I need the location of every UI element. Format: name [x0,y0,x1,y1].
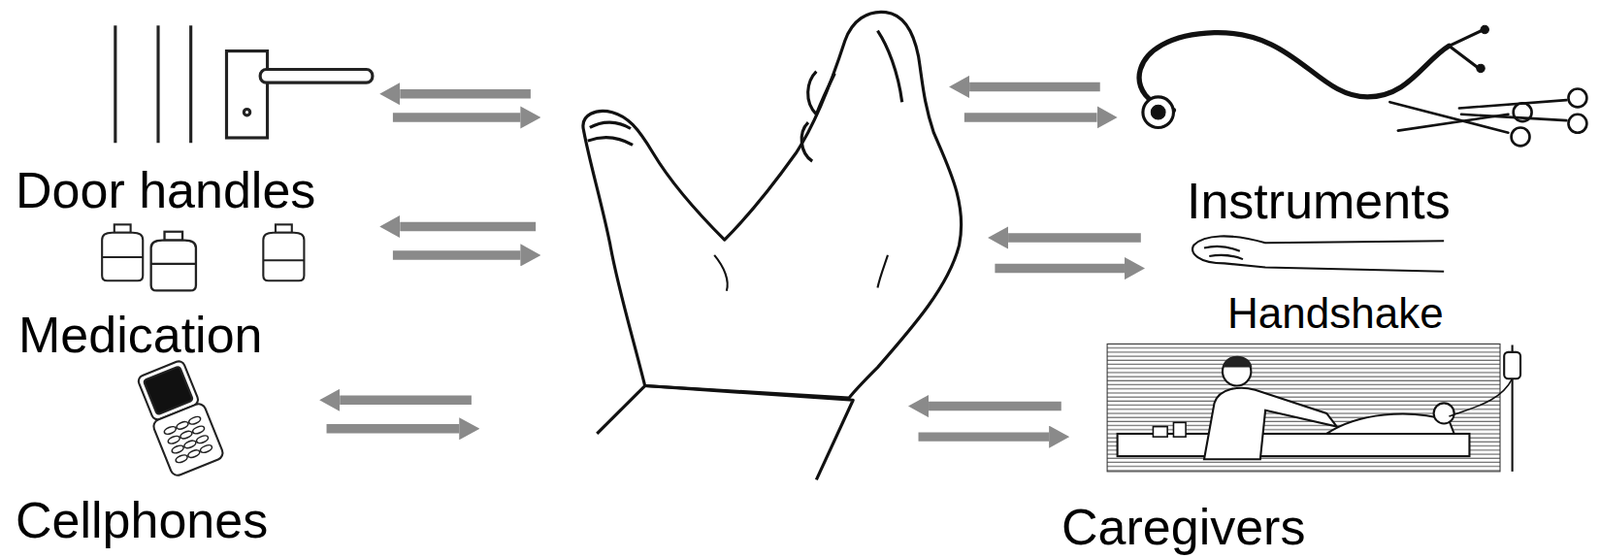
key [183,439,197,451]
medication-icon [101,224,304,291]
nurse-body [1204,388,1338,459]
door-edge [113,25,117,143]
iv-line [1448,378,1512,417]
arrow [392,250,521,260]
sleeve-cuff [645,386,854,481]
thumb-nail [587,136,633,145]
handshake-icon [1192,235,1444,271]
stethoscope-tube [1139,32,1449,111]
key [175,420,190,431]
arrow [994,263,1125,273]
liquid-line [151,262,196,265]
bottle [262,224,304,281]
finger-fold [808,71,836,115]
item-label: Medication [18,309,262,360]
ear-tip [1480,25,1489,33]
key [198,443,213,455]
phone-screen [143,365,194,415]
nurse-hair [1222,356,1252,368]
bottle-body [151,240,196,292]
handle-lever [260,69,373,84]
arrow [399,89,531,98]
liquid-line [262,259,304,262]
arrow [1008,232,1142,242]
finger-line [1204,246,1243,260]
arrow [339,395,472,405]
key [170,444,185,456]
sleeve-cuff [596,386,645,434]
item-label: Handshake [1227,292,1444,335]
arrow [969,82,1101,92]
door-edge [189,25,193,143]
bottle-body [262,232,304,281]
finger-ring [1511,127,1531,146]
bottle [101,224,143,281]
thumb-nail [589,122,631,129]
item-label: Caregivers [1061,501,1306,553]
arrow [399,222,536,231]
stethoscope-icon [1139,25,1489,128]
door-edge [156,25,160,143]
hand-outline [583,11,962,398]
handle-plate [226,51,267,138]
ear-tip [1476,64,1485,72]
finger-line [877,31,902,103]
arrow [326,424,460,433]
hand-illustration [583,11,962,480]
palm-crease [714,255,728,292]
bed [1117,433,1470,457]
liquid-line [101,256,143,259]
key [166,434,181,446]
finger-fold [801,122,813,162]
item-label: Door handles [15,164,316,216]
chest-piece [1142,97,1175,129]
key [188,415,202,426]
arm-outline [1192,235,1444,271]
bottle [151,231,196,292]
key [163,424,177,436]
tray-item [1173,422,1186,437]
bottle-neck [275,224,293,232]
stethoscope-binaural [1448,31,1482,68]
iv-bag [1503,352,1521,379]
blade [1459,99,1567,108]
keypad [163,415,213,464]
key [192,424,206,436]
key [195,433,210,445]
chest-piece-center [1150,104,1166,120]
arrow [918,431,1050,441]
hatched-ground [1107,343,1501,471]
cellphone-icon [133,358,226,478]
artwork [101,11,1587,480]
finger-ring [1567,114,1587,133]
tray-item [1152,426,1168,438]
door-handle-icon [115,25,373,143]
key [174,453,189,464]
blade [1461,114,1567,121]
phone-body [151,401,226,478]
patient-head [1434,402,1455,424]
scissors-icon [1389,88,1587,146]
bottle-neck [164,231,184,241]
arrow [392,112,521,122]
bottle-neck [114,224,131,232]
bottle-body [101,232,143,281]
key-hole [243,109,250,116]
arrow [928,401,1062,411]
wrist-line [877,255,888,289]
item-label: Cellphones [15,494,268,546]
arrow [964,112,1098,122]
caregiver-scene [1107,343,1521,471]
key [179,429,194,441]
key [187,448,201,459]
item-label: Instruments [1186,175,1451,227]
finger-ring [1567,88,1587,107]
